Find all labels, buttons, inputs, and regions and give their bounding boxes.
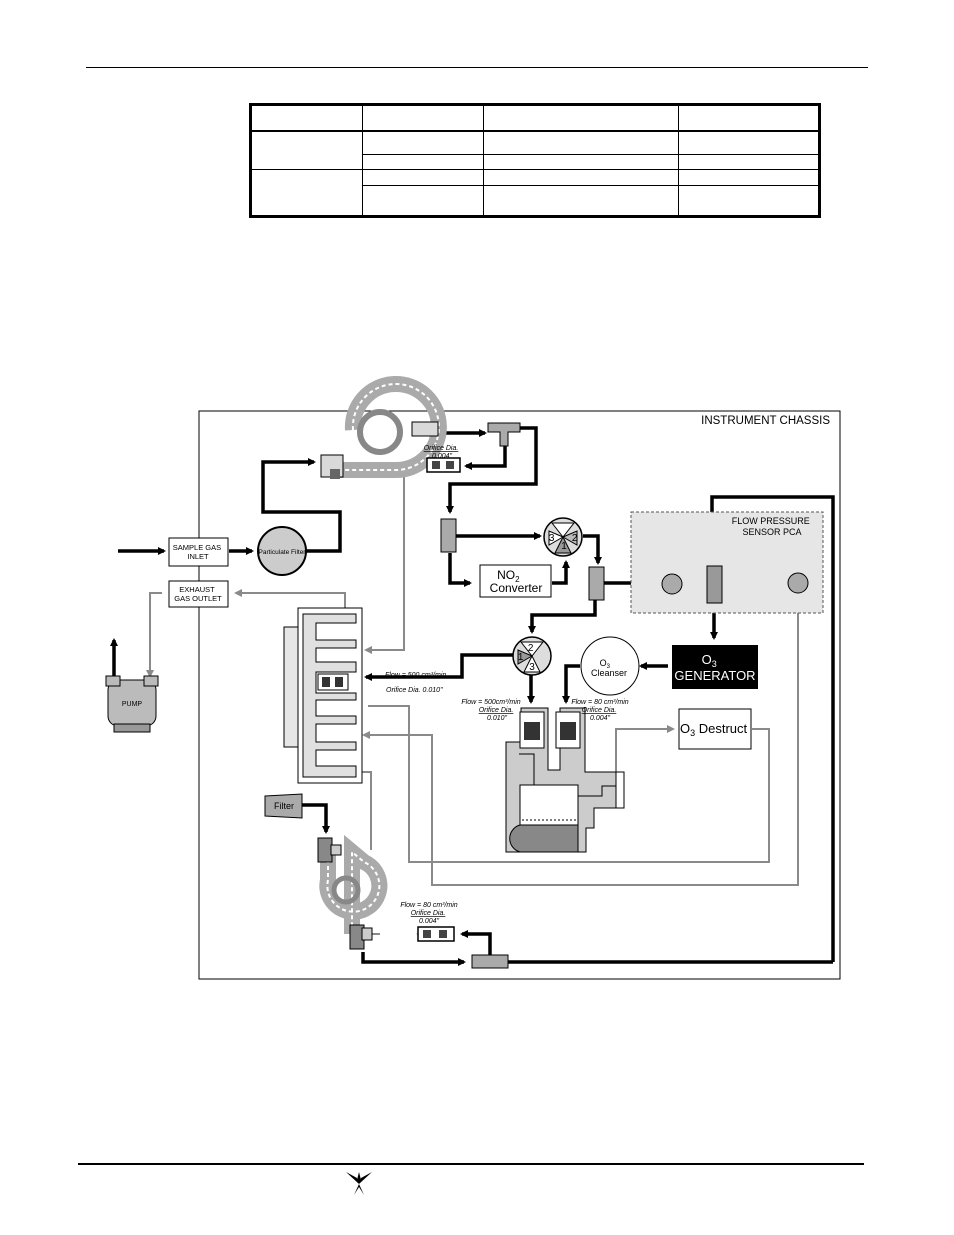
instrument-chassis [198, 410, 841, 980]
table-header-row [249, 104, 821, 132]
sample-gas-inlet-label: SAMPLE GAS INLET [173, 543, 223, 561]
autozero-valve-ports: 2 1 3 [518, 643, 536, 673]
company-logo-icon [346, 1172, 372, 1195]
manifold-orifice-label: Orifice Dia. 0.010" [386, 687, 443, 694]
no2-valve [543, 517, 583, 557]
top-coil-assembly [320, 376, 447, 479]
no2-valve-ports: 3 2 1 [549, 533, 580, 552]
chassis-label: INSTRUMENT CHASSIS [701, 415, 830, 427]
o3-generator [672, 645, 758, 689]
right-cell-flow-label: Flow = 80 cm³/min Orifice Dia. 0.004" [571, 699, 630, 722]
reaction-cell [505, 707, 625, 853]
exhaust-gas-outlet-label: EXHAUST GAS OUTLET [174, 585, 222, 603]
flow-pressure-sensor-pca [630, 511, 824, 614]
table-cell [249, 130, 364, 171]
table-header-cell [677, 104, 821, 132]
exhaust-gas-outlet [168, 580, 229, 608]
table-header-cell [249, 104, 364, 132]
bottom-orifice [417, 926, 455, 942]
left-cell-flow-label: Flow = 500cm³/min Orifice Dia. 0.010" [461, 699, 522, 722]
no2-converter-label: NO2 Converter [490, 568, 543, 595]
table-header-cell [362, 104, 484, 132]
o3-destruct [678, 708, 752, 750]
table-cell [482, 184, 679, 218]
tee-fitting [588, 566, 605, 601]
tee-fitting [471, 954, 509, 969]
table-cell [482, 130, 679, 155]
table-row [249, 130, 821, 171]
o3-destruct-label: O3 Destruct [680, 721, 748, 738]
o3-generator-label: O3 GENERATOR [674, 652, 755, 683]
manifold-flow-label: Flow = 500 cm³/min [385, 672, 446, 679]
table-cell [677, 184, 821, 218]
pressure-sensor [787, 572, 809, 594]
filter [264, 793, 303, 819]
flow-pressure-sensor-label: FLOW PRESSURE SENSOR PCA [732, 516, 813, 537]
sample-gas-inlet [168, 537, 229, 567]
bottom-coil-assembly [317, 834, 388, 950]
filter-label: Filter [274, 801, 294, 811]
table-header-cell [482, 104, 679, 132]
autozero-valve [512, 636, 552, 676]
o3-cleanser-label: O3 Cleanser [591, 658, 627, 678]
table-cell [362, 184, 484, 218]
pump-label: PUMP [122, 701, 143, 708]
top-orifice [426, 457, 461, 473]
valve-state-table [249, 103, 821, 218]
top-orifice-label: Orifice Dia. 0.004" [424, 445, 461, 460]
bottom-orifice-label: Flow = 80 cm³/min Orifice Dia. 0.004" [400, 902, 459, 925]
table-cell [249, 169, 364, 217]
flow-sensor [706, 565, 723, 604]
pump [105, 675, 159, 733]
sample-flow-lines [110, 426, 835, 966]
manifold [283, 607, 363, 784]
header-rule [86, 67, 868, 68]
table-row [251, 153, 821, 171]
table-cell [362, 130, 484, 155]
tee-fitting [440, 518, 457, 553]
particulate-filter-label: Particulate Filter [259, 549, 307, 556]
o3-cleanser [580, 636, 640, 696]
table-row [251, 184, 821, 218]
no2-converter [479, 564, 552, 598]
footer-rule [78, 1163, 864, 1165]
tee-fitting [487, 422, 521, 447]
pressure-sensor [661, 573, 683, 595]
table-cell [677, 130, 821, 155]
particulate-filter [257, 526, 307, 576]
